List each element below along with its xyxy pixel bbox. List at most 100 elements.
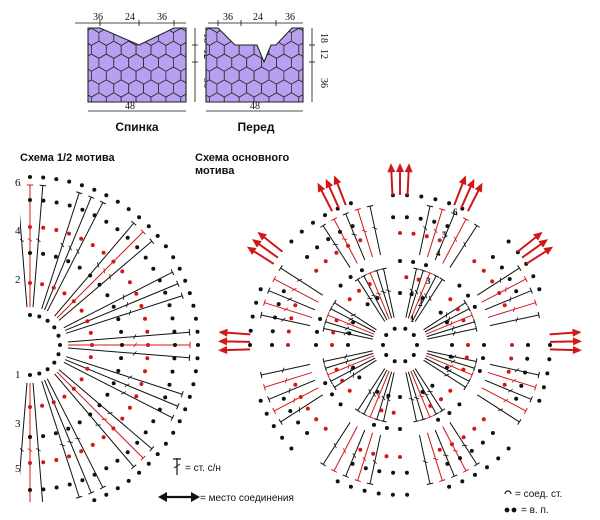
stitch-top-bar <box>332 299 337 306</box>
stitch-top-bar <box>380 420 387 423</box>
stitch-slash <box>453 236 458 242</box>
chain-dot <box>134 291 139 296</box>
hex-cell <box>277 106 292 123</box>
chain-dot <box>411 353 416 357</box>
chain-dot <box>115 199 120 204</box>
stitch-symbol <box>449 422 478 465</box>
chain-dot <box>346 243 350 248</box>
hex-cell <box>69 28 84 45</box>
chain-dot <box>258 287 263 292</box>
stitch-slash <box>503 398 509 403</box>
chain-dot <box>28 281 32 285</box>
chain-dot <box>305 406 310 411</box>
chain-dot <box>155 233 160 238</box>
chain-dot <box>398 291 402 295</box>
chain-dot <box>461 318 466 323</box>
chain-dot <box>526 343 530 347</box>
chain-dot <box>125 450 130 455</box>
chain-dot <box>447 484 452 489</box>
stitch-top-bar <box>278 418 283 425</box>
front-outline <box>205 27 304 103</box>
stitch-slash <box>376 393 381 399</box>
chain-dot <box>477 369 482 373</box>
chain-dot <box>305 255 310 259</box>
chain-dot <box>40 403 45 408</box>
chain-dot <box>386 393 391 398</box>
chain-dot <box>357 375 362 380</box>
hex-cell <box>217 106 232 123</box>
stitch-symbol <box>477 267 520 296</box>
stitch-slash <box>376 292 382 295</box>
chain-dot <box>135 440 140 445</box>
stitch-symbol <box>280 267 323 296</box>
stitch-symbol <box>56 371 144 459</box>
chain-dot <box>537 287 542 292</box>
chain-dot <box>80 207 85 212</box>
stitch-symbol <box>54 373 135 468</box>
chain-dot <box>115 486 120 491</box>
stitch-top-bar <box>140 455 146 461</box>
chain-dot <box>398 395 402 399</box>
stitch-symbol <box>41 192 80 309</box>
chain-dot <box>358 238 363 243</box>
chain-dot <box>67 506 71 510</box>
chain-dot <box>67 454 71 459</box>
chain-dot <box>137 215 142 220</box>
stitch-top-bar <box>88 491 95 495</box>
back-dim-bottom-label: 48 <box>125 101 135 112</box>
chain-dot <box>177 266 182 271</box>
stitch-slash <box>433 228 438 234</box>
chain-dot <box>299 229 304 234</box>
stitch-symbol <box>424 308 470 333</box>
chain-dot <box>281 396 286 401</box>
stitch-top-bar <box>537 371 540 379</box>
stitch-top-bar <box>272 276 277 283</box>
stitch-slash <box>133 334 137 340</box>
chain-dot <box>432 219 437 224</box>
chain-dot <box>167 303 172 308</box>
chain-dot <box>335 479 340 484</box>
chain-dot <box>85 319 90 324</box>
stitch-top-bar <box>426 271 433 275</box>
chain-dot <box>41 460 46 465</box>
join-arrow-head <box>387 163 396 173</box>
half-row-number-6: 6 <box>15 177 21 189</box>
chain-dot <box>54 177 59 182</box>
stitch-top-bar <box>366 482 374 485</box>
chain-dot <box>41 487 46 492</box>
stitch-top-bar <box>188 328 191 336</box>
chain-dot <box>376 491 381 496</box>
front-dim-side: 18 12 36 <box>309 28 329 102</box>
back-hex-mesh <box>69 28 186 102</box>
stitch-slash <box>126 302 129 308</box>
join-arrow-head <box>543 246 554 255</box>
stitch-symbol <box>334 359 377 388</box>
stitch-slash <box>372 226 378 230</box>
hex-cell <box>135 92 152 102</box>
stitch-slash <box>515 317 519 323</box>
hex-cell <box>187 54 202 71</box>
stitch-top-bar <box>367 271 374 275</box>
legend-join-label: = место соединения <box>200 493 294 504</box>
chain-dot <box>411 333 416 337</box>
stitch-symbol <box>426 432 443 481</box>
stitch-slash <box>341 238 348 240</box>
stitch-symbol <box>363 275 388 321</box>
stitch-symbol <box>426 209 443 258</box>
stitch-slash <box>350 313 356 317</box>
stitch-top-bar <box>99 485 106 490</box>
stitch-top-bar <box>76 191 83 195</box>
stitch-top-bar <box>149 238 155 245</box>
chain-dot <box>163 244 168 249</box>
chain-dot <box>120 343 124 347</box>
chain-dot <box>351 320 356 325</box>
chain-dot <box>448 388 453 393</box>
stitch-slash <box>342 448 347 454</box>
stitch-symbol <box>345 213 366 261</box>
stitch-symbol <box>58 369 153 450</box>
stitch-symbol <box>261 314 311 327</box>
stitch-slash <box>344 354 348 360</box>
stitch-top-bar <box>263 299 266 306</box>
chain-dot <box>502 382 507 387</box>
stitch-slash <box>76 248 80 254</box>
